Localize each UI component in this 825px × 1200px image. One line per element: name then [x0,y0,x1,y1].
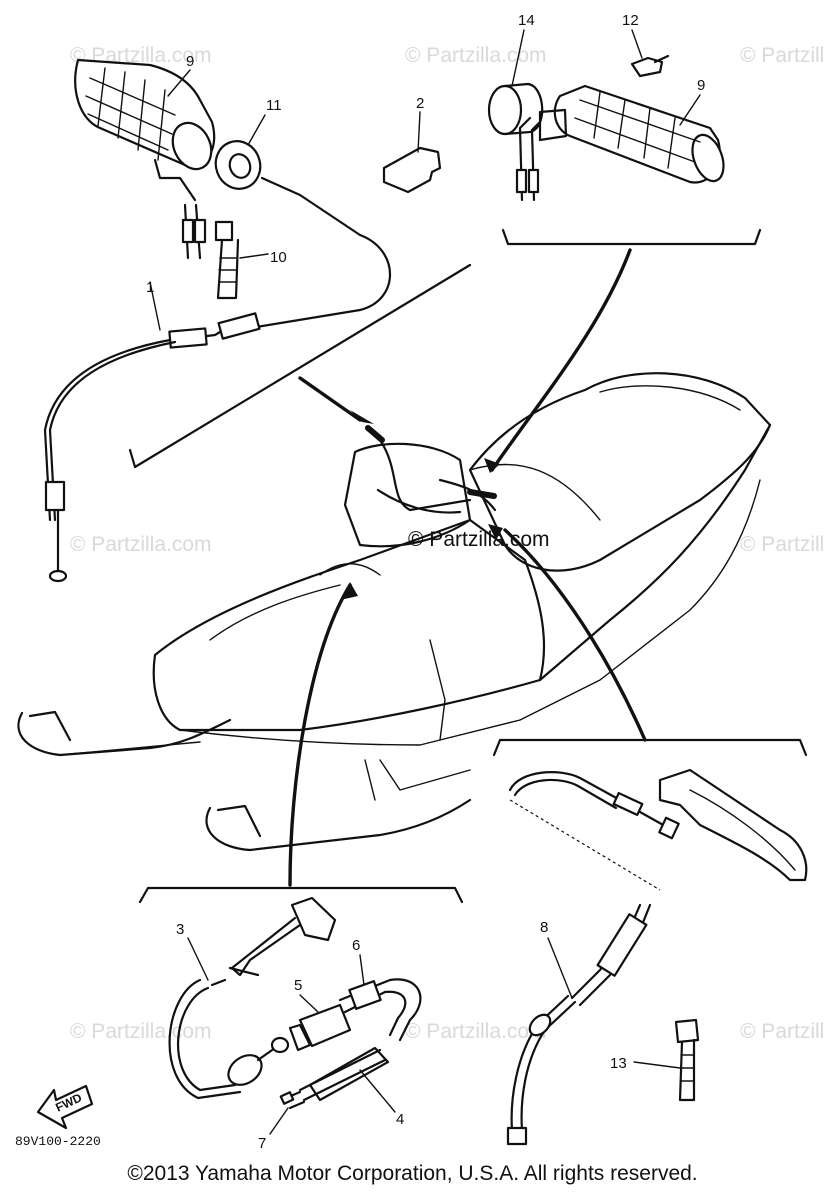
callout-11: 11 [266,97,282,114]
callout-13: 13 [610,1055,627,1072]
cable-8 [506,903,652,1146]
callout-9-right: 9 [697,77,705,94]
callout-14: 14 [518,12,535,29]
callout-10: 10 [270,249,287,266]
watermark: © Partzilla.com [405,1020,547,1043]
copyright-notice: ©2013 Yamaha Motor Corporation, U.S.A. A… [127,1162,698,1185]
watermarks: © Partzilla.com © Partzilla.com © Partzi… [70,44,825,1043]
handlebar-wiring [376,438,497,514]
watermark: © Partzilla.com [70,533,212,556]
diagram-code: 89V100-2220 [15,1134,101,1149]
watermark: © Partzilla.com [740,533,825,556]
grip-right-group [487,54,725,202]
cable-3 [168,978,277,1100]
leader-lines [288,248,647,887]
clip-2 [382,146,442,194]
cap-14 [487,82,544,136]
callout-6: 6 [352,937,360,954]
watermark: © Partzilla.com [405,44,547,67]
wires-4 [298,1046,390,1102]
throttle-switch-group: FWD 89V100-2220 [15,896,422,1149]
fwd-arrow-icon: FWD [36,1084,94,1130]
watermark: © Partzilla.com [70,1020,212,1043]
terminal-7 [279,1090,306,1110]
callout-3: 3 [176,921,184,938]
grip-left-group [43,58,442,583]
switch-5 [270,1003,352,1054]
brake-cable-upper [508,771,680,891]
brake-lever [658,768,808,882]
grip-9-left [74,58,216,260]
callout-7: 7 [258,1135,266,1152]
cable-6 [338,978,422,1042]
ring-11 [214,140,262,190]
watermark-center: © Partzilla.com [408,528,550,551]
brake-lever-group [506,768,808,1146]
callout-4: 4 [396,1111,404,1128]
inset-frames [128,228,808,904]
callout-1: 1 [146,279,154,296]
callouts: 9 11 2 10 1 14 12 9 3 6 5 4 7 8 13 [146,12,705,1152]
switch-housing [228,896,337,977]
watermark: © Partzilla.com [740,1020,825,1043]
callout-12: 12 [622,12,639,29]
callout-8: 8 [540,919,548,936]
callout-9-left: 9 [186,53,194,70]
cable-1 [43,176,392,583]
grip-9-right [515,84,725,202]
terminal-10 [214,220,269,300]
watermark: © Partzilla.com [740,44,825,67]
callout-5: 5 [294,977,302,994]
snowmobile-illustration [17,372,772,852]
callout-2: 2 [416,95,424,112]
screw-12 [630,54,670,78]
terminal-13 [674,1018,700,1102]
